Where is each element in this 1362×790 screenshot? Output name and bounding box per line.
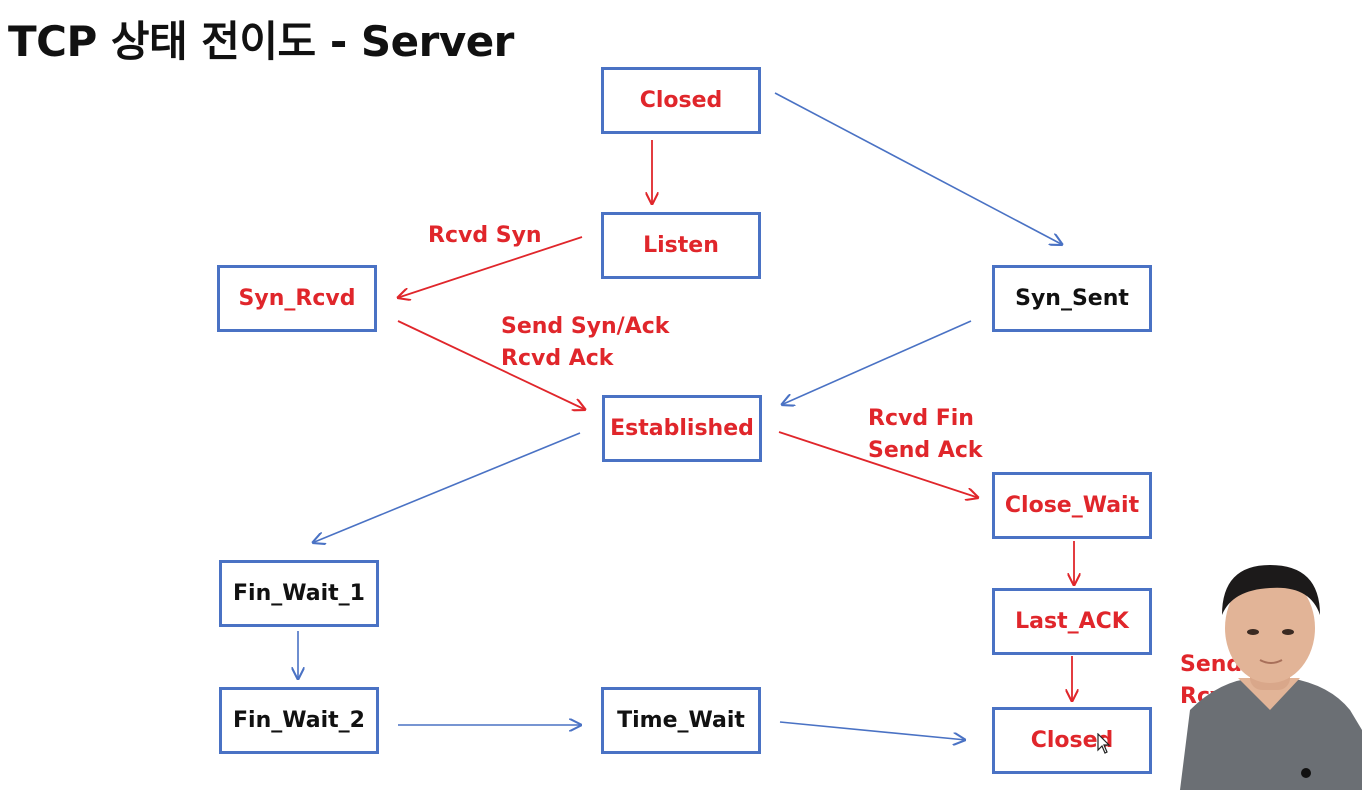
arrow-established-to-close-wait — [778, 431, 979, 498]
state-listen: Listen — [601, 212, 761, 279]
state-close-wait: Close_Wait — [992, 472, 1152, 539]
state-closed-bottom: Closed — [992, 707, 1152, 774]
state-closed-top: Closed — [601, 67, 761, 134]
arrow-closed-to-syn-sent — [774, 92, 1063, 245]
arrow-time-wait-to-closed — [779, 721, 966, 740]
state-time-wait: Time_Wait — [601, 687, 761, 754]
arrow-established-to-fin-wait-1 — [312, 432, 581, 543]
state-syn-rcvd: Syn_Rcvd — [217, 265, 377, 332]
state-fin-wait-1: Fin_Wait_1 — [219, 560, 379, 627]
label-send-syn-ack: Send Syn/Ack Rcvd Ack — [501, 314, 670, 371]
mouse-pointer-icon — [1097, 733, 1111, 754]
label-rcvd-fin: Rcvd Fin Send Ack — [868, 406, 983, 463]
state-syn-sent: Syn_Sent — [992, 265, 1152, 332]
state-established: Established — [602, 395, 762, 462]
presenter-webcam — [1160, 560, 1362, 790]
page-title: TCP 상태 전이도 - Server — [8, 17, 514, 66]
label-rcvd-syn: Rcvd Syn — [428, 223, 542, 248]
state-fin-wait-2: Fin_Wait_2 — [219, 687, 379, 754]
arrow-listen-to-syn-rcvd — [397, 236, 583, 298]
state-last-ack: Last_ACK — [992, 588, 1152, 655]
arrow-syn-rcvd-to-established — [397, 320, 586, 410]
arrow-syn-sent-to-established — [781, 320, 972, 405]
presenter-figure — [1180, 565, 1362, 790]
